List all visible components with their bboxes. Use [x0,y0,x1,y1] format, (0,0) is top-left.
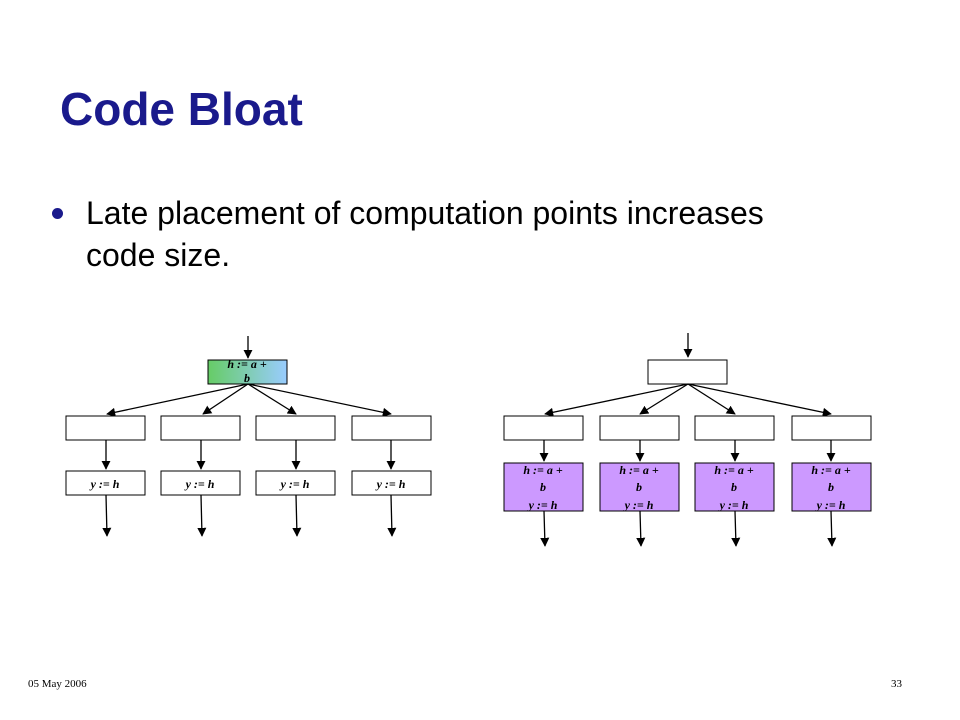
left-exit-arrow-4 [387,494,397,537]
left-top-node-line1: h := a + [227,357,267,371]
right-bottom-node-2-line3: y := h [623,498,654,512]
left-exit-arrow-3 [292,494,302,537]
right-mid-node-4 [791,415,872,441]
right-mid-node-1 [503,415,584,441]
right-branch-arrow-3 [687,383,736,415]
right-branch-arrow-2 [639,383,689,415]
right-bottom-node-4 [791,462,872,512]
left-mid-node-2 [160,415,241,441]
left-bottom-node-2 [160,470,241,496]
bullet-dot-icon [52,208,63,219]
right-bottom-node-1-line2: b [540,480,546,494]
right-bottom-node-3 [694,462,775,512]
left-branch-arrow-1 [106,383,249,417]
footer-page-number: 33 [891,678,902,690]
left-mid-node-3 [255,415,336,441]
right-top-node [647,359,728,385]
right-bottom-node-2 [599,462,680,512]
right-exit-arrow-2 [636,510,646,547]
left-branch-arrow-3 [247,383,297,415]
right-bottom-node-2-line1: h := a + [619,463,659,477]
left-top-node [207,359,288,385]
left-bottom-node-3-label: y := h [279,477,310,491]
right-graph: h := a + b y := h h := a + b y := h h :=… [503,333,872,547]
right-bottom-node-1-line1: h := a + [523,463,563,477]
right-bottom-node-1-line3: y := h [527,498,558,512]
left-mid-node-1 [65,415,146,441]
left-bottom-node-3 [255,470,336,496]
slide-title: Code Bloat [60,83,303,135]
right-mid-node-3 [694,415,775,441]
right-exit-arrow-1 [540,510,550,547]
left-bottom-node-1 [65,470,146,496]
left-exit-arrow-1 [102,494,112,537]
left-bottom-node-1-label: y := h [89,477,120,491]
right-branch-arrow-4 [687,383,832,417]
right-bottom-node-4-line2: b [828,480,834,494]
left-graph: h := a + b y := h y := h y := h y := h [65,336,432,537]
right-bottom-node-3-line1: h := a + [714,463,754,477]
right-bottom-node-4-line1: h := a + [811,463,851,477]
right-exit-arrow-3 [731,510,741,547]
left-branch-arrow-2 [202,383,249,415]
right-bottom-node-2-line2: b [636,480,642,494]
left-branch-arrow-4 [247,383,392,417]
left-exit-arrow-2 [197,494,207,537]
right-bottom-node-4-line3: y := h [815,498,846,512]
left-top-node-line2: b [244,371,250,385]
right-bottom-node-3-line2: b [731,480,737,494]
right-bottom-node-3-line3: y := h [718,498,749,512]
right-branch-arrow-1 [544,383,689,417]
left-bottom-node-4-label: y := h [375,477,406,491]
bullet-text: Late placement of computation points inc… [86,195,764,273]
right-exit-arrow-4 [827,510,837,547]
right-bottom-node-1 [503,462,584,512]
left-mid-node-4 [351,415,432,441]
right-mid-node-2 [599,415,680,441]
footer-date: 05 May 2006 [28,678,87,690]
left-bottom-node-2-label: y := h [184,477,215,491]
